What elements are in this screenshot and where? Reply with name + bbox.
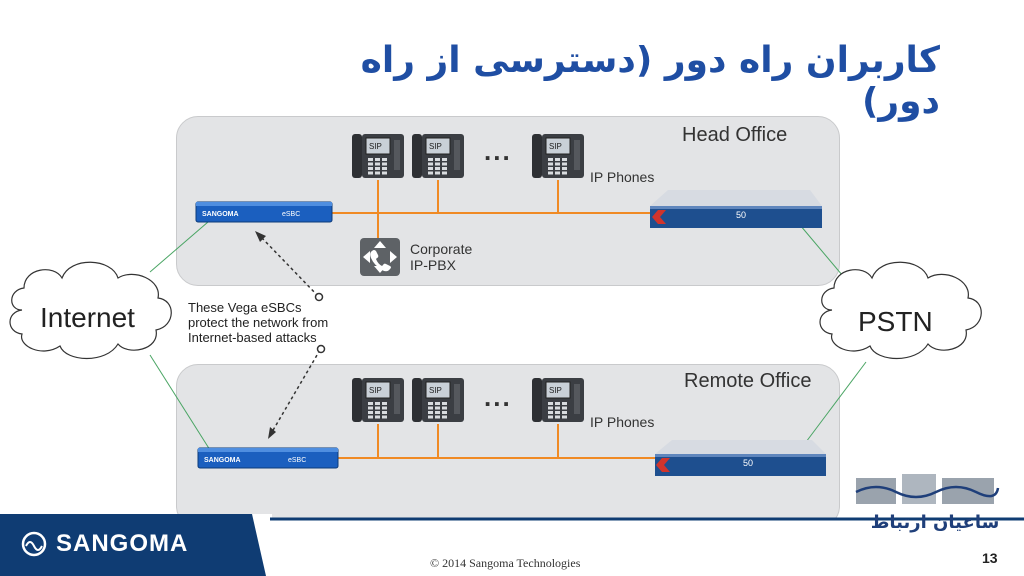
phone-screen-label: SIP — [549, 386, 562, 395]
sip-phone-icon: SIP — [412, 378, 464, 422]
sip-phone-icon: SIP — [412, 134, 464, 178]
phone-screen-label: SIP — [429, 386, 442, 395]
remote-gateway-device-icon — [655, 440, 826, 476]
phone-screen-label: SIP — [549, 142, 562, 151]
svg-text:SANGOMA: SANGOMA — [202, 211, 239, 218]
slide-title: کاربران راه دور (دسترسی از راه دور) — [360, 40, 940, 122]
svg-text:SANGOMA: SANGOMA — [204, 457, 241, 464]
phone-screen-label: SIP — [369, 386, 382, 395]
footer-brand-bar — [0, 514, 266, 576]
head-ip-phones-label: IP Phones — [590, 169, 655, 185]
remote-phones-ellipsis: ... — [484, 382, 512, 412]
svg-text:eSBC: eSBC — [282, 211, 300, 218]
pstn-label: PSTN — [858, 306, 933, 337]
head-lan — [330, 180, 650, 240]
page-number: 13 — [982, 550, 998, 566]
esbc-note: These Vega eSBCs protect the network fro… — [188, 300, 329, 345]
pstn-cloud-icon — [819, 261, 982, 359]
copyright-text: © 2014 Sangoma Technologies — [430, 556, 581, 570]
head-gateway-number: 50 — [736, 210, 747, 220]
wan-links — [149, 221, 867, 451]
internet-label: Internet — [40, 302, 135, 333]
pbx-label: Corporate IP-PBX — [410, 241, 473, 273]
sangoma-brand-text: SANGOMA — [56, 530, 189, 557]
phone-screen-label: SIP — [369, 142, 382, 151]
remote-sbc-device-icon: SANGOMA eSBC — [197, 447, 339, 469]
remote-gateway-number: 50 — [743, 458, 754, 468]
sangoma-logo-icon — [21, 531, 47, 557]
wan-link-head-gateway — [799, 224, 849, 283]
arrow-head-up — [255, 231, 266, 242]
phone-screen-label: SIP — [429, 142, 442, 151]
sip-phone-icon: SIP — [532, 134, 584, 178]
wan-link-head-sbc — [149, 221, 209, 273]
sip-phone-icon: SIP — [352, 134, 404, 178]
svg-text:eSBC: eSBC — [288, 457, 306, 464]
wan-link-remote-sbc — [149, 354, 211, 451]
arrow-head-down — [268, 427, 276, 439]
partner-logo-icon — [855, 470, 1000, 512]
remote-ip-phones-label: IP Phones — [590, 414, 655, 430]
sip-phone-icon: SIP — [532, 378, 584, 422]
partner-logo-text: ساعیان ارتباط — [870, 512, 1000, 533]
remote-lan — [338, 424, 655, 459]
internet-cloud-icon — [9, 261, 172, 359]
head-gateway-device-icon — [650, 190, 822, 228]
head-office-label: Head Office — [682, 124, 788, 146]
remote-office-label: Remote Office — [684, 370, 812, 392]
head-phones-ellipsis: ... — [484, 136, 512, 166]
attack-arrows — [261, 237, 321, 433]
sip-phone-icon: SIP — [352, 378, 404, 422]
head-sbc-device-icon: SANGOMA eSBC — [195, 201, 333, 223]
pbx-icon — [360, 238, 400, 276]
wan-link-remote-gateway — [799, 361, 867, 451]
